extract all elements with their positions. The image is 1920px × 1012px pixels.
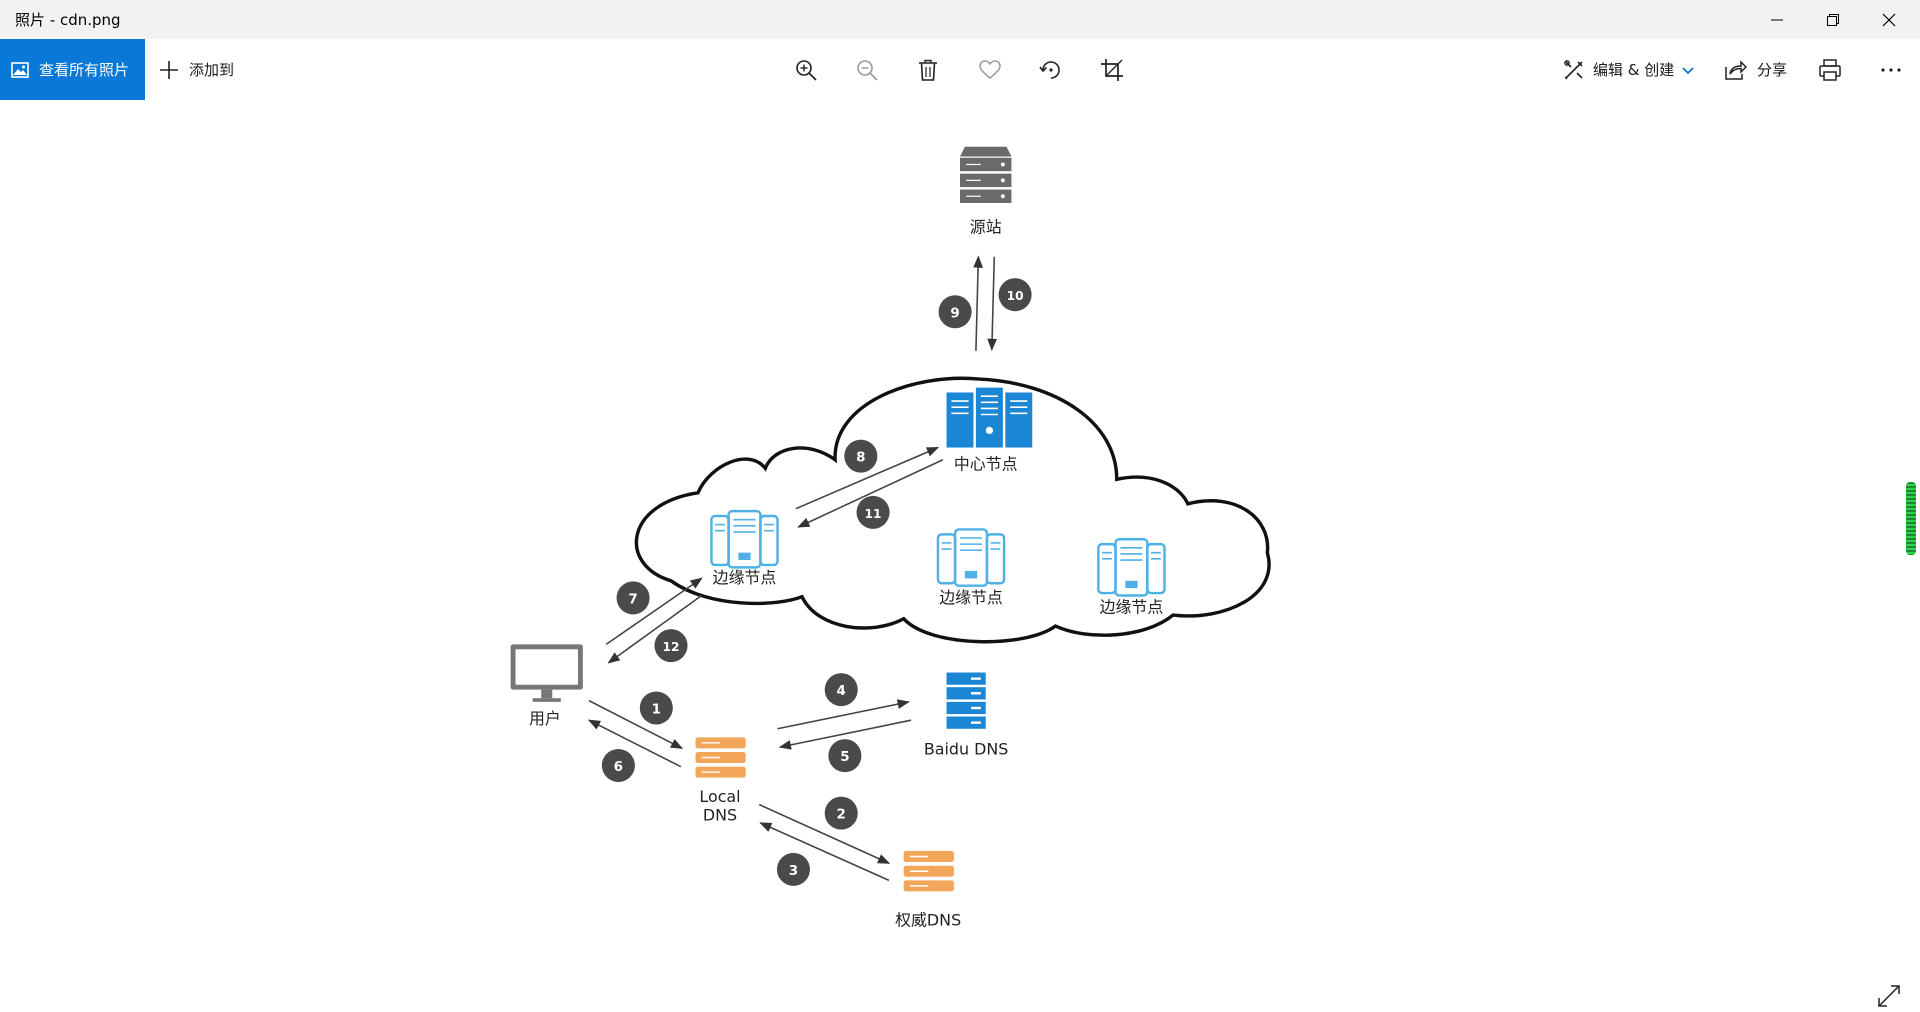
- toolbar: 查看所有照片 添加到 编辑 & 创建 分享: [0, 39, 1920, 100]
- expand-icon: [1878, 985, 1900, 1007]
- window-title: 照片 - cdn.png: [15, 11, 121, 29]
- zoom-out-button[interactable]: [853, 56, 881, 84]
- step-badge: 4: [824, 673, 858, 707]
- close-button[interactable]: [1861, 0, 1917, 39]
- svg-text:8: 8: [856, 451, 865, 466]
- edge-node-label: 边缘节点: [713, 568, 777, 587]
- minimize-icon: [1771, 19, 1783, 20]
- edge-node-server-icon: [710, 509, 779, 569]
- edit-create-icon: [1564, 59, 1583, 79]
- svg-text:3: 3: [789, 864, 798, 879]
- arrow-11: [797, 459, 944, 528]
- origin-server-icon: [960, 146, 1012, 203]
- plus-icon: [160, 60, 178, 79]
- edit-create-button[interactable]: 编辑 & 创建: [1563, 39, 1694, 100]
- step-badge: 9: [938, 295, 972, 329]
- arrow-10: [987, 256, 998, 351]
- svg-text:6: 6: [614, 760, 623, 775]
- center-node-server-icon: [946, 387, 1033, 448]
- cdn-cloud: [634, 376, 1271, 644]
- arrow-5: [778, 719, 912, 750]
- svg-text:7: 7: [628, 592, 637, 607]
- minimize-button[interactable]: [1749, 0, 1805, 39]
- authoritative-dns-server-icon: [903, 851, 954, 892]
- restore-icon: [1827, 13, 1839, 26]
- delete-button[interactable]: [914, 56, 942, 84]
- origin-label: 源站: [970, 217, 1002, 236]
- more-button[interactable]: [1877, 56, 1905, 84]
- svg-text:4: 4: [837, 684, 846, 699]
- step-badge: 1: [639, 691, 673, 725]
- arrow-7: [605, 577, 703, 646]
- trash-icon: [919, 59, 937, 81]
- restore-button[interactable]: [1805, 0, 1861, 39]
- rotate-button[interactable]: [1037, 56, 1065, 84]
- arrow-12: [607, 594, 703, 664]
- heart-icon: [979, 60, 1001, 79]
- arrow-6: [587, 719, 682, 768]
- step-badge: 12: [654, 629, 688, 663]
- edge-node-server-icon: [936, 528, 1006, 587]
- monitor-icon: [510, 644, 583, 702]
- svg-text:2: 2: [837, 808, 846, 823]
- svg-text:1: 1: [652, 702, 661, 717]
- local-dns-server-icon: [695, 737, 746, 778]
- edit-create-label: 编辑 & 创建: [1593, 61, 1675, 79]
- step-badge: 6: [601, 748, 635, 782]
- arrow-8: [795, 446, 940, 510]
- zoom-in-button[interactable]: [792, 56, 820, 84]
- view-all-photos-button[interactable]: 查看所有照片: [0, 39, 145, 100]
- zoom-out-icon: [857, 60, 878, 81]
- step-badge: 8: [844, 439, 878, 473]
- share-icon: [1725, 59, 1747, 80]
- zoom-in-icon: [796, 60, 817, 81]
- authoritative-dns-label: 权威DNS: [895, 911, 961, 930]
- favorite-button[interactable]: [976, 56, 1004, 84]
- edge-node-server-icon: [1097, 538, 1166, 597]
- share-button[interactable]: 分享: [1725, 39, 1787, 100]
- rotate-icon: [1039, 61, 1060, 79]
- step-badge: 2: [824, 796, 858, 830]
- user-label: 用户: [529, 709, 561, 728]
- crop-button[interactable]: [1098, 56, 1126, 84]
- view-all-photos-label: 查看所有照片: [39, 61, 130, 79]
- svg-text:5: 5: [840, 750, 849, 765]
- vertical-scroll-thumb[interactable]: [1906, 482, 1916, 555]
- more-icon: [1881, 68, 1901, 72]
- edge-node-label: 边缘节点: [1100, 598, 1164, 617]
- local-dns-label-line2: DNS: [703, 805, 737, 824]
- step-badge: 3: [776, 852, 810, 886]
- share-label: 分享: [1757, 61, 1788, 79]
- arrow-9: [973, 255, 983, 351]
- svg-text:9: 9: [950, 306, 959, 321]
- photo-icon: [11, 61, 29, 78]
- crop-icon: [1101, 59, 1123, 81]
- add-to-button[interactable]: 添加到: [159, 39, 234, 100]
- svg-text:12: 12: [663, 640, 680, 654]
- print-icon: [1819, 59, 1841, 81]
- arrow-1: [588, 699, 684, 750]
- step-badge: 10: [998, 278, 1032, 312]
- close-icon: [1882, 13, 1896, 26]
- center-node-label: 中心节点: [954, 455, 1018, 474]
- fullscreen-button[interactable]: [1877, 984, 1901, 1008]
- local-dns-label-line1: Local: [699, 787, 740, 806]
- baidu-dns-label: Baidu DNS: [924, 739, 1009, 758]
- edge-node-label: 边缘节点: [939, 588, 1003, 607]
- arrow-4: [777, 699, 910, 730]
- print-button[interactable]: [1816, 56, 1844, 84]
- step-badge: 5: [828, 739, 862, 773]
- arrow-2: [758, 803, 891, 864]
- chevron-down-icon: [1682, 66, 1694, 74]
- svg-text:11: 11: [865, 507, 882, 521]
- baidu-dns-server-icon: [946, 672, 986, 729]
- step-badge: 11: [856, 495, 890, 529]
- add-to-label: 添加到: [189, 61, 235, 79]
- svg-text:10: 10: [1007, 289, 1024, 303]
- title-bar: 照片 - cdn.png: [0, 0, 1920, 39]
- step-badge: 7: [616, 581, 650, 615]
- arrow-3: [759, 822, 890, 882]
